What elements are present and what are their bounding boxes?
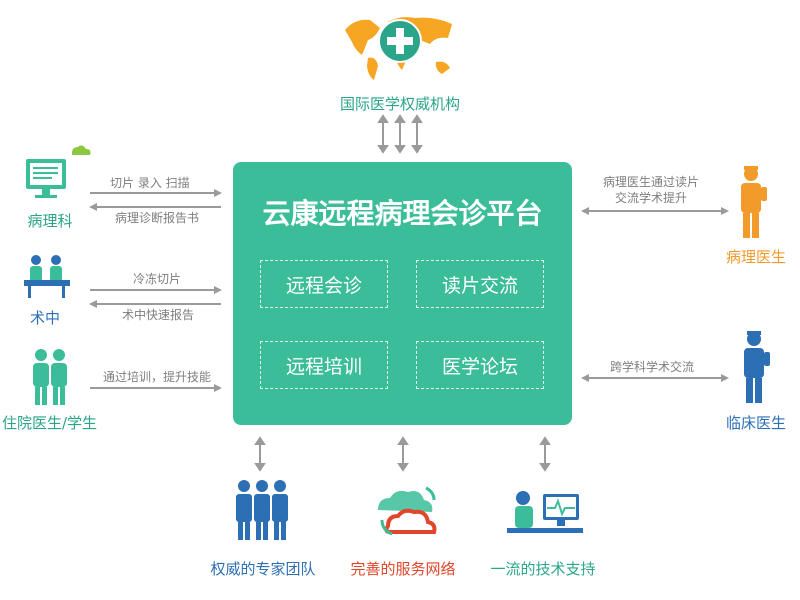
technician-icon: [505, 488, 585, 540]
bottom-arrows: [250, 436, 560, 472]
pathologist-icon: [735, 165, 771, 240]
surgery-icon: [22, 250, 72, 300]
left-label-residents: 住院医生/学生: [2, 414, 98, 432]
expert-team-icon: [232, 478, 294, 542]
arrow-intraop: [88, 282, 223, 312]
module-medical-forum[interactable]: 医学论坛: [416, 341, 544, 389]
clinician-icon: [738, 330, 774, 405]
arrow-text-pathologist-2: 交流学术提升: [615, 191, 688, 205]
left-label-intraop: 术中: [29, 309, 60, 327]
arrow-text-pathologist-1: 病理医生通过读片: [603, 175, 700, 189]
arrow-pathologist: [580, 203, 730, 219]
arrow-text-frozen: 冷冻切片: [133, 272, 182, 286]
arrow-pathology: [88, 185, 223, 215]
monitor-icon: [22, 145, 92, 200]
platform-title: 云康远程病理会诊平台: [262, 197, 543, 230]
left-label-pathology: 病理科: [27, 212, 73, 230]
bottom-label-experts: 权威的专家团队: [210, 560, 316, 578]
medical-cross-icon: [377, 18, 423, 64]
right-label-clinician: 临床医生: [725, 414, 786, 432]
top-label: 国际医学权威机构: [340, 95, 461, 113]
module-remote-training[interactable]: 远程培训: [260, 341, 388, 389]
platform-box: 云康远程病理会诊平台 远程会诊 读片交流 远程培训 医学论坛: [233, 162, 572, 425]
bottom-label-network: 完善的服务网络: [350, 560, 456, 578]
bottom-label-tech: 一流的技术支持: [490, 560, 596, 578]
arrow-clinician: [580, 370, 730, 386]
arrow-residents: [88, 380, 223, 396]
residents-icon: [28, 348, 72, 406]
arrow-text-report: 病理诊断报告书: [115, 211, 200, 225]
arrow-text-training: 通过培训，提升技能: [103, 370, 212, 384]
arrow-text-clinician: 跨学科学术交流: [610, 360, 695, 374]
right-label-pathologist: 病理医生: [725, 248, 786, 266]
top-arrows: [375, 114, 425, 154]
module-remote-consultation[interactable]: 远程会诊: [260, 260, 388, 308]
module-slide-exchange[interactable]: 读片交流: [416, 260, 544, 308]
cloud-sync-icon: [368, 480, 440, 540]
arrow-text-fast-report: 术中快速报告: [122, 308, 195, 322]
arrow-text-scan: 切片 录入 扫描: [110, 176, 190, 190]
